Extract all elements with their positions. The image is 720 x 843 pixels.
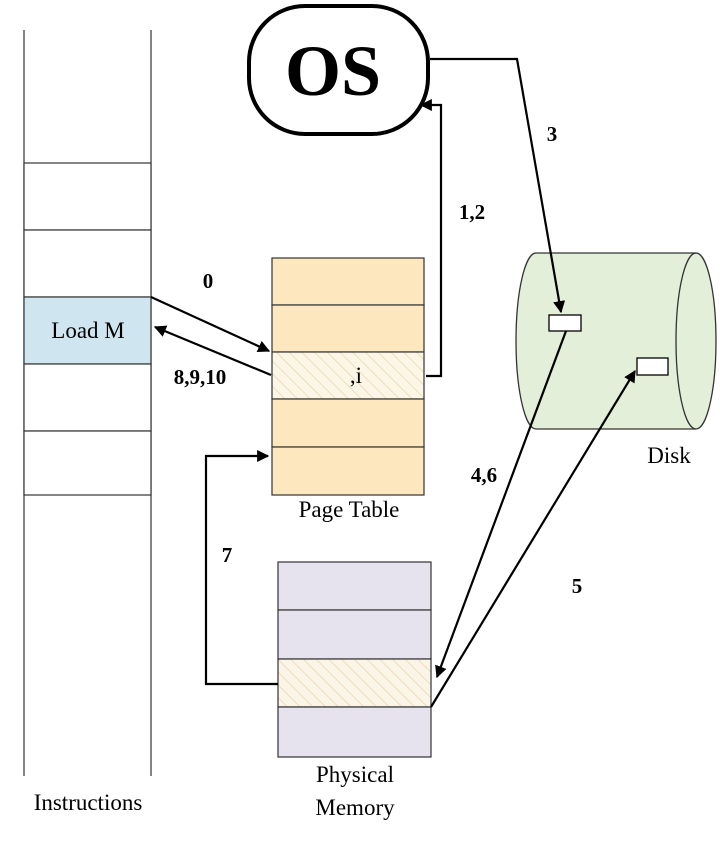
page-table: ,i [271,257,425,496]
disk-cylinder [515,252,717,430]
arrow-step-3 [430,57,566,314]
step-label-7: 7 [222,543,233,567]
step-label-8-9-10: 8,9,10 [174,365,227,389]
step-label-1-2: 1,2 [459,200,485,224]
step-label-4-6: 4,6 [471,463,497,487]
os-label: OS [285,31,381,111]
page-table-entry-faulting [271,351,425,400]
os-box [247,4,430,136]
arrow-step-0 [150,295,271,353]
arrow-step-8-9-10 [153,325,272,377]
step-label-0: 0 [203,269,214,293]
step-label-3: 3 [547,122,558,146]
physical-memory-frame-new [277,658,432,708]
arrow-step-1-2 [419,98,443,378]
physical-memory-label-line1: Physical [316,762,394,787]
arrows [150,57,636,708]
physical-memory-label-line2: Memory [315,795,395,820]
instructions-stack: Load M [23,30,152,776]
page-table-label: Page Table [299,497,400,522]
arrow-step-4-6 [435,330,568,679]
disk-block-destination [636,357,669,376]
page-table-entry-label: ,i [350,363,362,388]
physical-memory [277,561,432,758]
disk-label: Disk [647,443,691,468]
step-label-5: 5 [572,574,583,598]
load-m-instruction [23,296,152,365]
disk-block-source [548,314,582,332]
instructions-label: Instructions [34,790,143,815]
load-m-label: Load M [51,318,124,343]
arrow-step-5 [430,369,636,708]
arrow-step-7 [204,449,278,686]
